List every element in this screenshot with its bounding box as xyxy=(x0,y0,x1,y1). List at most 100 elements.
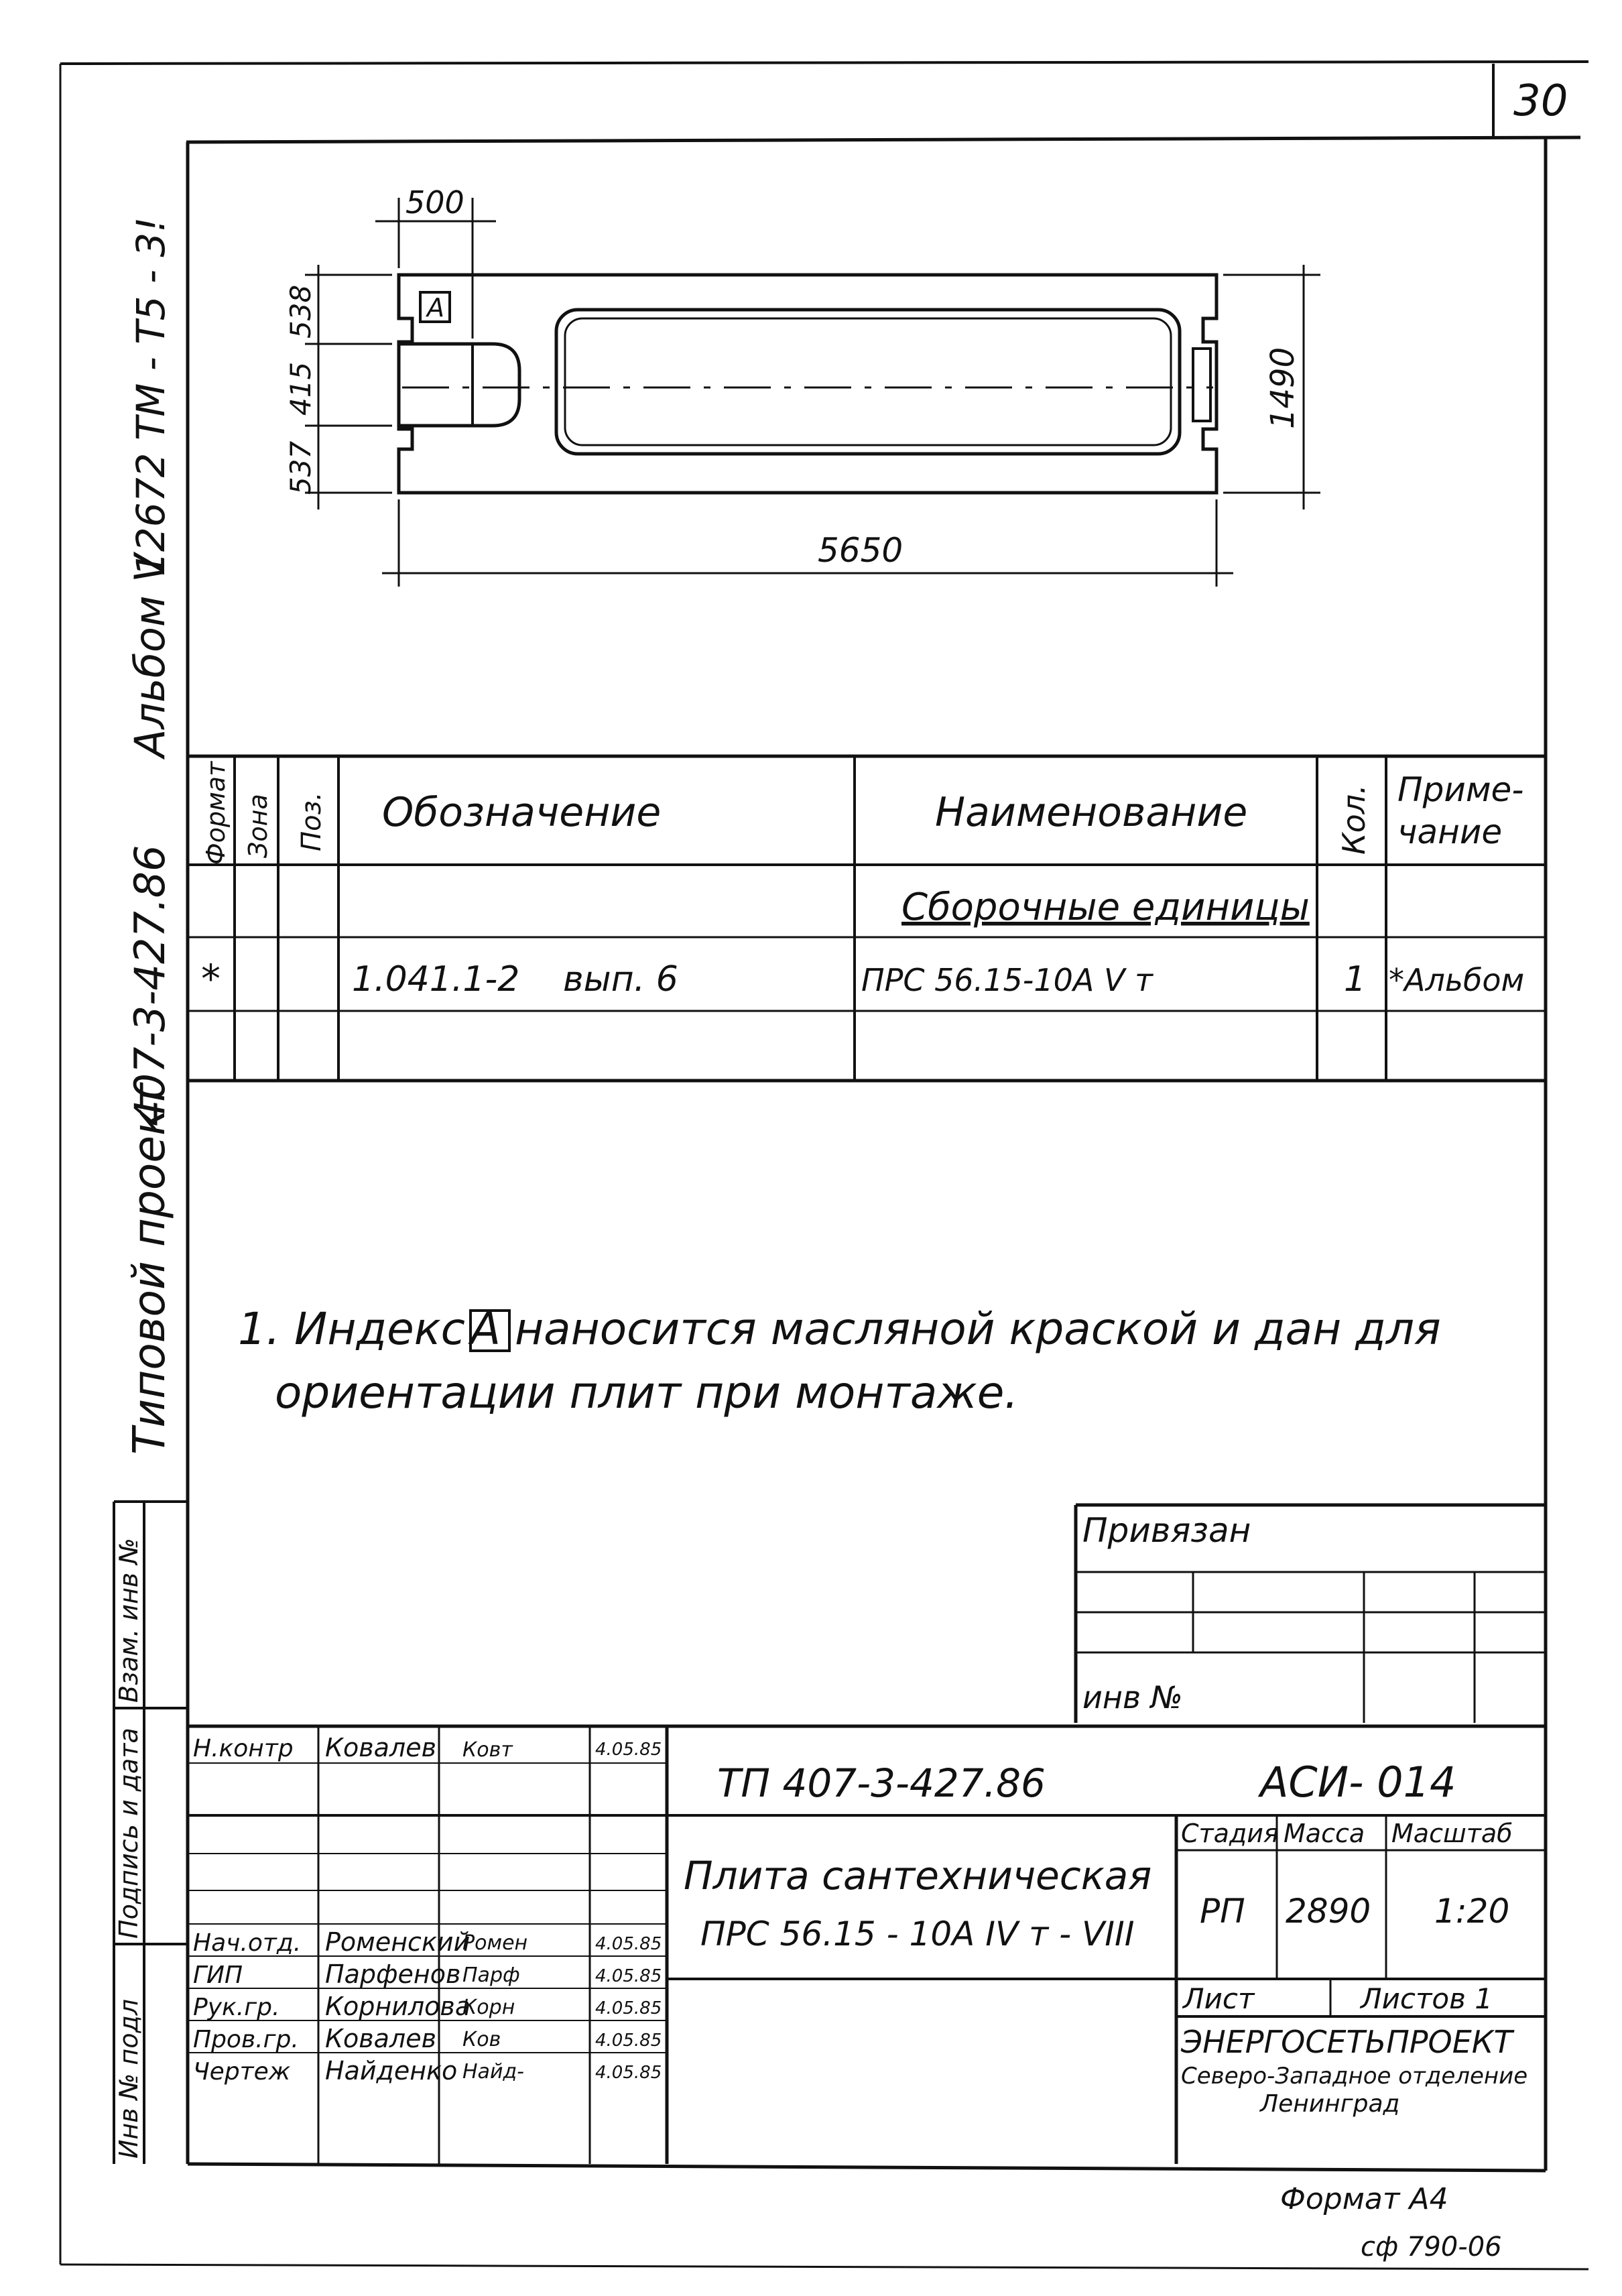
dim-415: 415 xyxy=(284,362,317,416)
sig-name: Парфенов xyxy=(325,1959,460,1989)
sig-name: Роменский xyxy=(325,1927,470,1957)
sig-role: ГИП xyxy=(193,1961,243,1989)
side-title-album: Альбом V xyxy=(125,551,174,760)
header-zone: Зона xyxy=(243,794,273,858)
index-mark: А xyxy=(425,293,444,322)
stamp-replace-inv: Взам. инв № xyxy=(114,1538,143,1703)
org-name: ЭНЕРГОСЕТЬПРОЕКТ xyxy=(1180,2024,1515,2060)
org-division: Северо-Западное отделение xyxy=(1181,2063,1527,2090)
sig-role: Нач.отд. xyxy=(193,1929,301,1957)
title-line-2: ПРС 56.15 - 10А IV т - VIII xyxy=(700,1915,1135,1953)
note-index-box xyxy=(469,1309,511,1352)
signature-row: Чертеж Найденко Найд- 4.05.85 xyxy=(193,2056,662,2086)
row-format: * xyxy=(201,956,221,1002)
section-title: Сборочные единицы xyxy=(901,886,1310,929)
stage-value: РП xyxy=(1200,1892,1245,1931)
row-name: ПРС 56.15-10А V т xyxy=(861,962,1153,998)
sig-date: 4.05.85 xyxy=(595,1740,662,1760)
header-pos: Поз. xyxy=(296,792,327,851)
center-opening xyxy=(554,308,1182,456)
row-note: *Альбом xyxy=(1389,962,1524,998)
scale-value: 1:20 xyxy=(1434,1892,1509,1931)
center-opening-inner xyxy=(564,317,1172,446)
left-stamp: Инв № подл Подпись и дата Взам. инв № xyxy=(113,1500,188,2164)
org-city: Ленинград xyxy=(1259,2090,1399,2118)
sig-signature: Ковт xyxy=(462,1738,513,1762)
sig-date: 4.05.85 xyxy=(595,1934,662,1954)
stage-label: Стадия xyxy=(1181,1819,1279,1848)
right-slot xyxy=(1192,347,1212,422)
stamp-sign-date: Подпись и дата xyxy=(114,1728,143,1939)
binding-title: Привязан xyxy=(1082,1511,1251,1550)
header-qty: Кол. xyxy=(1336,784,1372,855)
sig-date: 4.05.85 xyxy=(595,1966,662,1986)
binding-block: Привязан инв № xyxy=(1074,1503,1546,1723)
signature-row: Н.контр Ковалев Ковт 4.05.85 xyxy=(193,1733,662,1762)
side-title-project: Типовой проект xyxy=(123,1081,175,1455)
title-block: Н.контр Ковалев Ковт 4.05.85 Нач.отд. Ро… xyxy=(188,1724,1546,2164)
dim-500: 500 xyxy=(406,184,464,221)
row-designation: 1.041.1-2 xyxy=(352,959,519,1000)
dim-5650: 5650 xyxy=(818,531,903,570)
dim-1490: 1490 xyxy=(1264,347,1302,429)
header-note-2: чание xyxy=(1397,812,1502,851)
dim-538: 538 xyxy=(284,285,317,339)
sig-date: 4.05.85 xyxy=(595,2063,662,2083)
mass-label: Масса xyxy=(1284,1819,1365,1848)
header-format: Формат xyxy=(201,760,231,865)
dim-537: 537 xyxy=(284,441,317,495)
archive-number: сф 790-06 xyxy=(1361,2232,1502,2262)
side-title-code: 12672 ТМ - Т5 - 3! xyxy=(128,217,174,577)
sheet-format: Формат А4 xyxy=(1280,2182,1448,2216)
spec-table: Формат Зона Поз. Обозначение Наименовани… xyxy=(188,754,1546,1083)
top-border xyxy=(60,60,1589,65)
frame-bottom xyxy=(187,2162,1546,2173)
frame-top xyxy=(186,135,1581,144)
signature-row: ГИП Парфенов Парф 4.05.85 xyxy=(193,1959,662,1989)
header-note-1: Приме- xyxy=(1397,770,1523,809)
sig-name: Корнилова xyxy=(325,1992,471,2021)
mass-value: 2890 xyxy=(1286,1892,1371,1931)
header-name: Наименование xyxy=(935,789,1247,836)
sig-name: Ковалев xyxy=(325,2024,436,2053)
sig-signature: Ромен xyxy=(462,1931,527,1955)
row-issue: вып. 6 xyxy=(563,959,678,1000)
stamp-inv-original: Инв № подл xyxy=(114,1999,143,2159)
sig-signature: Найд- xyxy=(462,2060,524,2083)
sig-role: Чертеж xyxy=(193,2058,291,2086)
sig-signature: Корн xyxy=(462,1996,515,2019)
plate-outline xyxy=(397,273,1219,495)
scale-label: Масштаб xyxy=(1391,1819,1513,1848)
left-slot xyxy=(399,342,521,428)
sheets-label: Листов 1 xyxy=(1359,1982,1493,2015)
sig-role: Рук.гр. xyxy=(193,1994,279,2021)
side-title-project-code: 407-3-427.86 xyxy=(125,845,174,1126)
page-number: 30 xyxy=(1513,76,1568,126)
sig-date: 4.05.85 xyxy=(595,2031,662,2051)
row-qty: 1 xyxy=(1344,959,1366,1000)
header-designation: Обозначение xyxy=(382,789,661,836)
sheet-label: Лист xyxy=(1182,1982,1255,2015)
index-mark-box xyxy=(419,291,451,323)
sig-role: Пров.гр. xyxy=(193,2026,299,2053)
signature-row: Нач.отд. Роменский Ромен 4.05.85 xyxy=(193,1927,662,1957)
binding-inv: инв № xyxy=(1082,1679,1183,1715)
sig-role: Н.контр xyxy=(193,1735,294,1762)
sig-name: Найденко xyxy=(325,2056,457,2086)
sig-date: 4.05.85 xyxy=(595,1998,662,2018)
doc-code: ТП 407-3-427.86 xyxy=(717,1760,1046,1806)
sig-name: Ковалев xyxy=(325,1733,436,1762)
title-line-1: Плита сантехническая xyxy=(684,1853,1151,1898)
bottom-border-outer xyxy=(60,2263,1589,2271)
note-line-1-rest: наносится масляной краской и дан для xyxy=(501,1303,1441,1355)
sig-signature: Ков xyxy=(462,2028,501,2051)
signature-row: Пров.гр. Ковалев Ков 4.05.85 xyxy=(193,2024,662,2053)
signature-row: Рук.гр. Корнилова Корн 4.05.85 xyxy=(193,1992,662,2021)
note-number: 1. Индекс xyxy=(238,1303,465,1355)
sig-signature: Парф xyxy=(462,1963,520,1987)
note-line-2: ориентации плит при монтаже. xyxy=(275,1367,1018,1418)
sheet-code: АСИ- 014 xyxy=(1257,1758,1456,1807)
